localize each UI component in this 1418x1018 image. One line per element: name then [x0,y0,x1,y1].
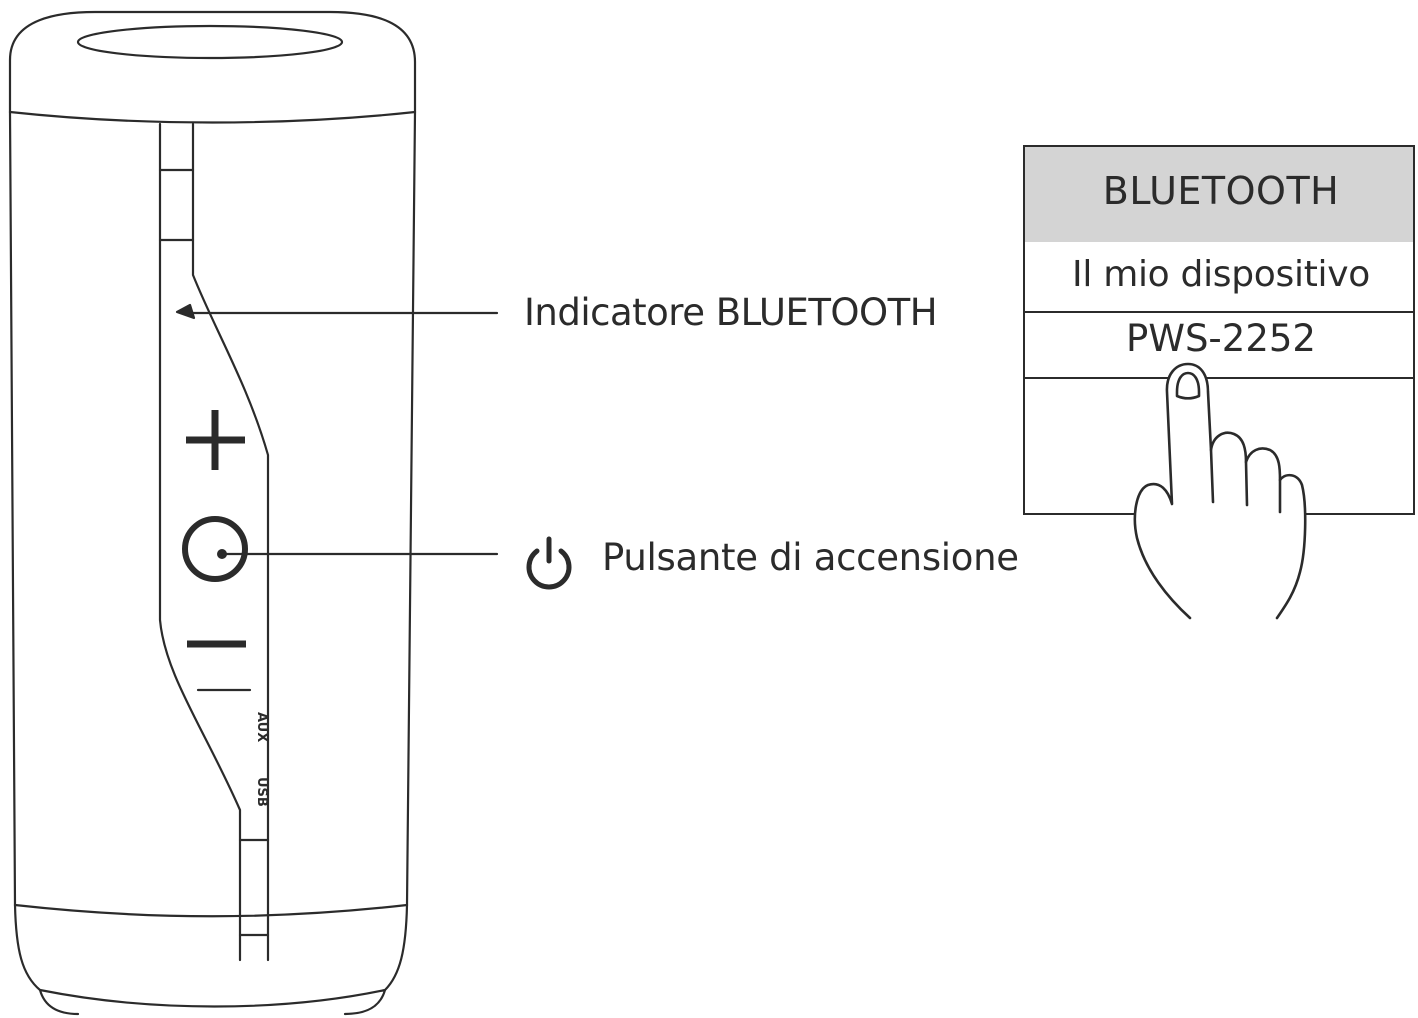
usb-port-label: USB [254,777,269,807]
speaker-feet [38,988,387,1016]
hand-pointer-icon [1133,362,1307,620]
control-strip-right-edge [191,122,270,962]
speaker-bottom-band [13,903,409,918]
bluetooth-panel-section-label: Il mio dispositivo [1072,254,1370,295]
speaker [8,10,499,1016]
speaker-left-side [8,110,17,907]
power-ring-icon [182,516,248,582]
aux-port-label: AUX [254,712,269,743]
power-icon [526,536,572,590]
bluetooth-indicator-label: Indicatore BLUETOOTH [524,291,938,334]
speaker-top-rim [8,110,417,124]
speaker-right-side [405,110,417,907]
control-strip-left-edge [158,122,242,962]
plus-icon [186,410,245,470]
bluetooth-panel-header-fill [1024,146,1414,242]
power-button-label: Pulsante di accensione [602,536,1019,579]
speaker-bottom-base [13,903,409,1008]
bluetooth-panel-header: BLUETOOTH [1102,169,1340,213]
bluetooth-indicator-led [175,303,196,320]
bluetooth-panel [1023,145,1415,515]
bluetooth-panel-device-item[interactable]: PWS-2252 [1126,317,1316,360]
speaker-top-opening [76,24,344,60]
speaker-top-cap [8,10,417,114]
